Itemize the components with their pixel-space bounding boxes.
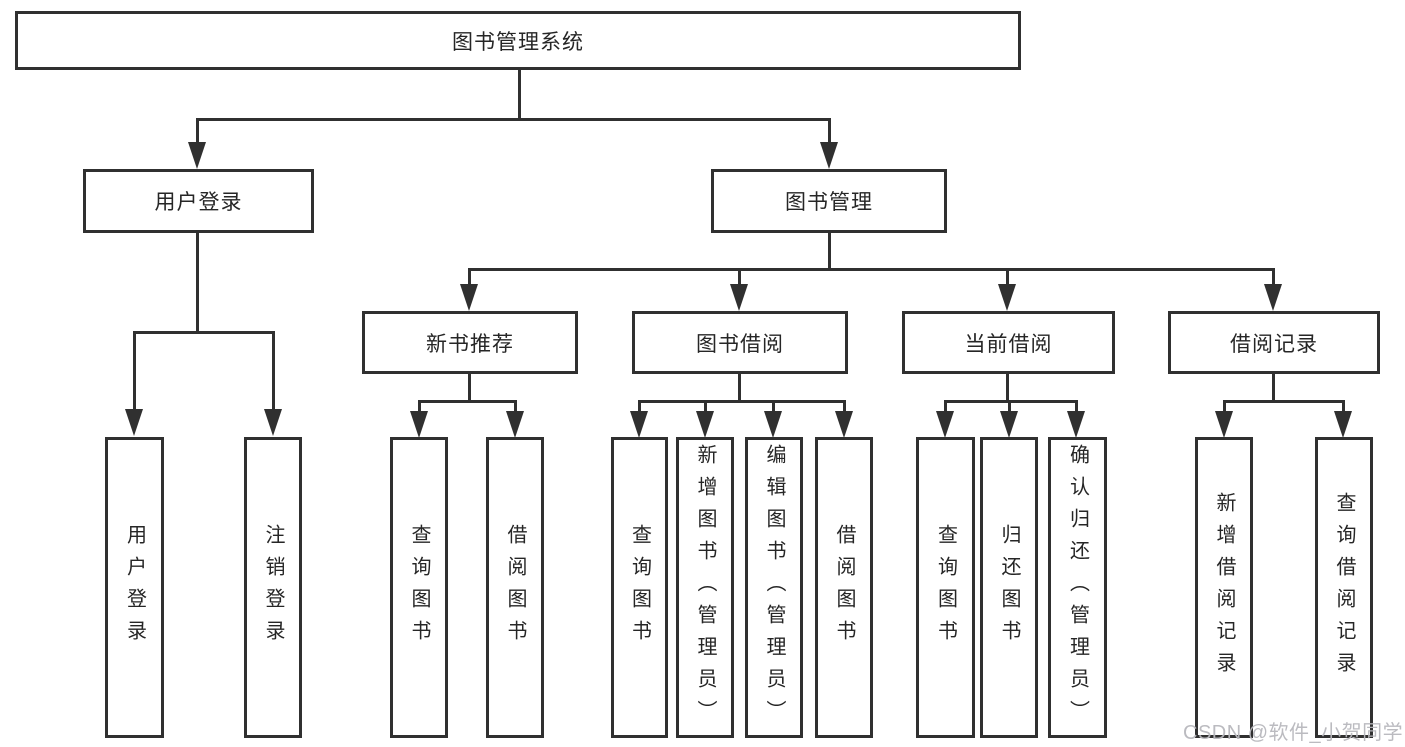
node-book-borrow: 图书借阅 — [632, 311, 848, 374]
leaf-borrow-books-label: 借阅图书 — [833, 523, 855, 652]
connector-leaf-drop-11 — [1075, 400, 1078, 412]
connector-borrow-drop — [738, 268, 741, 285]
connector-recommend-bus — [418, 400, 517, 403]
node-current-borrow-label: 当前借阅 — [964, 332, 1053, 356]
arrowhead-leaf-10 — [1000, 411, 1018, 438]
leaf-query-books-current-label: 查询图书 — [934, 523, 957, 652]
node-book-management-label: 图书管理 — [785, 191, 873, 214]
connector-leaf-drop-9 — [944, 400, 947, 412]
node-user-login: 用户登录 — [83, 169, 314, 233]
leaf-borrow-books: 借阅图书 — [815, 437, 873, 738]
leaf-confirm-return-admin: 确认归还（管理员） — [1048, 437, 1107, 738]
arrowhead-leaf-4 — [506, 411, 524, 438]
node-new-book-recommend: 新书推荐 — [362, 311, 578, 374]
leaf-query-borrow-record-label: 查询借阅记录 — [1333, 491, 1355, 684]
arrowhead-leaf-11 — [1067, 411, 1085, 438]
connector-leaf-drop-10 — [1008, 400, 1011, 412]
arrowhead-book-mgmt — [820, 142, 838, 169]
connector-leaf-drop-1 — [133, 331, 136, 409]
arrowhead-leaf-9 — [936, 411, 954, 438]
arrowhead-leaf-13 — [1334, 411, 1352, 438]
connector-user-login-stem — [196, 233, 199, 333]
connector-leaf-drop-13 — [1342, 400, 1345, 412]
csdn-watermark: CSDN @软件_小贺同学 — [1183, 722, 1404, 744]
leaf-query-books-borrow: 查询图书 — [611, 437, 668, 738]
connector-level3-bus — [468, 268, 1275, 271]
connector-leaf-drop-8 — [843, 400, 846, 412]
arrowhead-leaf-12 — [1215, 411, 1233, 438]
connector-leaf-drop-7 — [772, 400, 775, 412]
arrowhead-leaf-2 — [264, 409, 282, 436]
leaf-edit-books-admin: 编辑图书（管理员） — [745, 437, 803, 738]
leaf-query-books-recommend-label: 查询图书 — [408, 523, 430, 652]
node-borrow-records-label: 借阅记录 — [1230, 332, 1318, 356]
leaf-borrow-books-recommend-label: 借阅图书 — [504, 523, 526, 652]
node-root: 图书管理系统 — [15, 11, 1021, 70]
connector-recommend-drop — [468, 268, 471, 285]
leaf-user-login-label: 用户登录 — [123, 523, 146, 652]
connector-user-login-drop — [196, 118, 199, 144]
arrowhead-leaf-1 — [125, 409, 143, 436]
node-borrow-records: 借阅记录 — [1168, 311, 1380, 374]
leaf-user-login: 用户登录 — [105, 437, 164, 738]
leaf-add-borrow-record: 新增借阅记录 — [1195, 437, 1253, 738]
connector-leaf-drop-3 — [418, 400, 421, 412]
arrowhead-leaf-8 — [835, 411, 853, 438]
connector-records-drop — [1272, 268, 1275, 285]
connector-leaf-drop-12 — [1223, 400, 1226, 412]
connector-leaf-drop-5 — [638, 400, 641, 412]
connector-leaf-drop-4 — [514, 400, 517, 412]
node-new-book-recommend-label: 新书推荐 — [426, 332, 514, 356]
arrowhead-leaf-6 — [696, 411, 714, 438]
node-book-borrow-label: 图书借阅 — [696, 332, 784, 356]
connector-user-login-bus — [133, 331, 275, 334]
arrowhead-recommend — [460, 284, 478, 311]
arrowhead-borrow — [730, 284, 748, 311]
leaf-logout-login-label: 注销登录 — [262, 523, 284, 652]
node-book-management: 图书管理 — [711, 169, 947, 233]
arrowhead-records — [1264, 284, 1282, 311]
connector-level2-bus — [196, 118, 831, 121]
connector-book-mgmt-drop — [828, 118, 831, 144]
connector-current-drop — [1006, 268, 1009, 285]
connector-borrow-bus — [638, 400, 846, 403]
leaf-edit-books-admin-label: 编辑图书（管理员） — [763, 443, 785, 732]
connector-leaf-drop-6 — [704, 400, 707, 412]
arrowhead-leaf-7 — [764, 411, 782, 438]
leaf-borrow-books-recommend: 借阅图书 — [486, 437, 544, 738]
connector-borrow-stem — [738, 374, 741, 403]
connector-current-bus — [944, 400, 1078, 403]
connector-current-stem — [1006, 374, 1009, 403]
leaf-return-books-label: 归还图书 — [998, 523, 1020, 652]
leaf-query-books-borrow-label: 查询图书 — [628, 523, 651, 652]
node-current-borrow: 当前借阅 — [902, 311, 1115, 374]
connector-recommend-stem — [468, 374, 471, 403]
leaf-query-books-recommend: 查询图书 — [390, 437, 448, 738]
leaf-add-books-admin: 新增图书（管理员） — [676, 437, 734, 738]
connector-book-mgmt-stem — [828, 233, 831, 271]
arrowhead-leaf-5 — [630, 411, 648, 438]
connector-records-bus — [1223, 400, 1345, 403]
leaf-confirm-return-admin-label: 确认归还（管理员） — [1066, 443, 1089, 732]
arrowhead-current — [998, 284, 1016, 311]
node-root-label: 图书管理系统 — [452, 30, 584, 54]
connector-leaf-drop-2 — [272, 331, 275, 409]
leaf-add-borrow-record-label: 新增借阅记录 — [1213, 491, 1235, 684]
leaf-query-books-current: 查询图书 — [916, 437, 975, 738]
leaf-return-books: 归还图书 — [980, 437, 1038, 738]
arrowhead-user-login — [188, 142, 206, 169]
leaf-query-borrow-record: 查询借阅记录 — [1315, 437, 1373, 738]
leaf-add-books-admin-label: 新增图书（管理员） — [694, 443, 716, 732]
leaf-logout-login: 注销登录 — [244, 437, 302, 738]
connector-records-stem — [1272, 374, 1275, 403]
connector-root-stem — [518, 70, 521, 120]
node-user-login-label: 用户登录 — [154, 191, 243, 214]
arrowhead-leaf-3 — [410, 411, 428, 438]
